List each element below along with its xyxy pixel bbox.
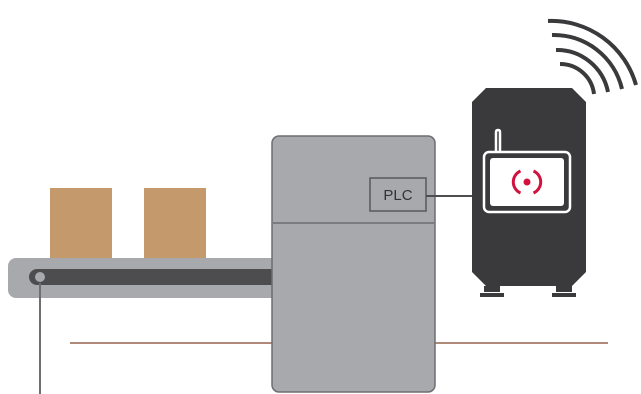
conveyor	[8, 258, 290, 394]
conveyor-belt	[29, 269, 290, 285]
gateway-foot-left-base	[480, 293, 504, 297]
box-2	[144, 188, 206, 260]
iot-gateway	[472, 88, 586, 297]
gateway-foot-right	[556, 286, 572, 292]
machine-cabinet: PLC	[272, 136, 435, 392]
gateway-foot-right-base	[552, 293, 576, 297]
gateway-foot-left	[484, 286, 500, 292]
machine-body	[272, 136, 435, 392]
conveyor-roller	[34, 271, 46, 283]
box-1	[50, 188, 112, 260]
plc-label: PLC	[383, 187, 412, 204]
wireless-signal-icon	[548, 21, 636, 94]
